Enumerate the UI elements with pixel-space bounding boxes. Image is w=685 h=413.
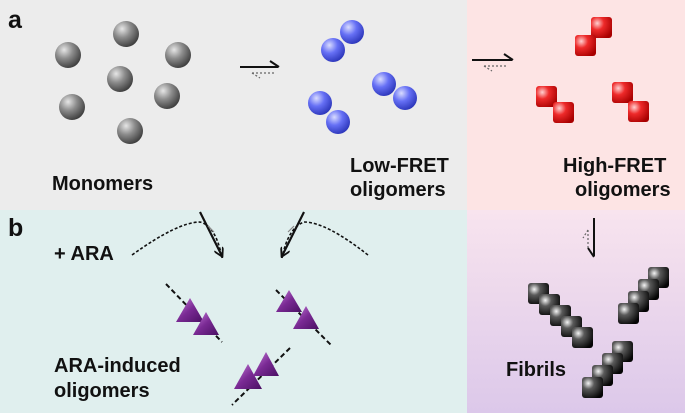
red-square-pair-icon <box>536 86 574 123</box>
black-square-stack-icon <box>618 267 669 324</box>
blue-sphere-pair-icon <box>321 20 364 62</box>
ara-induced-label-line2: oligomers <box>54 380 150 402</box>
monomer-sphere-icon <box>113 21 139 47</box>
panel-b-background <box>0 210 467 413</box>
high-fret-oligomer-group <box>536 17 649 123</box>
blue-sphere-pair-icon <box>308 91 350 134</box>
equilibrium-arrow-icon <box>240 60 280 79</box>
monomer-sphere-icon <box>165 42 191 68</box>
monomer-sphere-icon <box>117 118 143 144</box>
monomer-group <box>55 21 191 144</box>
ara-binding-arrows <box>131 211 369 258</box>
red-square-pair-icon <box>575 17 612 56</box>
purple-triangle-pair-icon <box>275 289 333 347</box>
fibril-background <box>467 210 685 413</box>
black-square-stack-icon <box>528 283 593 348</box>
monomer-sphere-icon <box>154 83 180 109</box>
blue-sphere-pair-icon <box>372 72 417 110</box>
panel-a-label: a <box>8 6 23 34</box>
vertical-equilibrium-arrow-icon <box>582 218 595 258</box>
high-fret-label-line1: High-FRET <box>563 155 666 177</box>
equilibrium-arrow-icon <box>472 53 514 72</box>
fibril-group <box>528 267 669 398</box>
fibrils-label: Fibrils <box>506 359 566 381</box>
monomer-sphere-icon <box>107 66 133 92</box>
purple-triangle-pair-icon <box>231 347 291 406</box>
ara-label: + ARA <box>54 243 114 265</box>
panel-b-label: b <box>8 214 23 242</box>
black-square-stack-icon <box>582 341 633 398</box>
low-fret-label-line2: oligomers <box>350 179 446 201</box>
monomer-sphere-icon <box>55 42 81 68</box>
ara-induced-label-line1: ARA-induced <box>54 355 181 377</box>
high-fret-label-line2: oligomers <box>575 179 671 201</box>
ara-induced-oligomer-group <box>165 283 333 406</box>
red-square-pair-icon <box>612 82 649 122</box>
low-fret-label-line1: Low-FRET <box>350 155 449 177</box>
monomer-sphere-icon <box>59 94 85 120</box>
purple-triangle-pair-icon <box>165 283 223 343</box>
monomers-label: Monomers <box>52 173 153 195</box>
low-fret-oligomer-group <box>308 20 417 134</box>
